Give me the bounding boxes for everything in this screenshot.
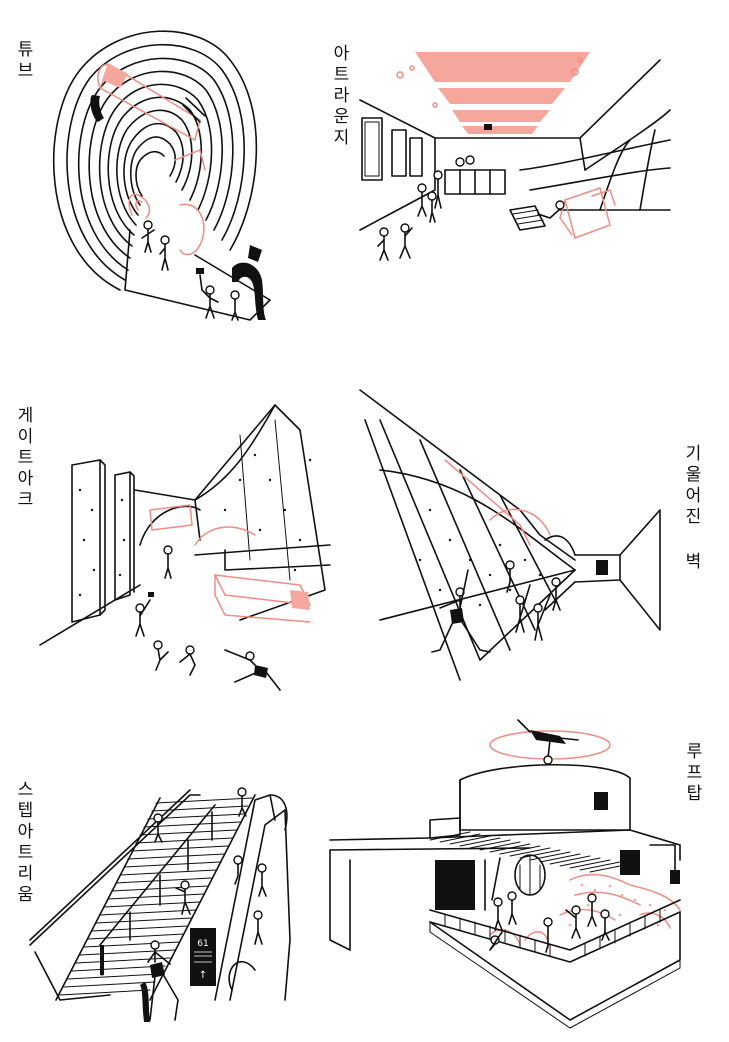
people-lounge	[377, 155, 565, 261]
panel-title-step-atrium: 스텝아트리움	[13, 780, 33, 906]
step-atrium-illustration: 61 ↑	[29, 787, 291, 1022]
pink-slide	[97, 63, 206, 256]
stairs	[59, 797, 253, 996]
panel-title-art-lounge: 아트라운지	[329, 44, 349, 149]
garden-pattern	[489, 873, 681, 949]
roof-top-illustration	[329, 719, 681, 1029]
ceiling-panels	[415, 52, 590, 134]
panel-tilted-wall: 기울어진 벽	[359, 360, 729, 700]
floor-sign-arrow: ↑	[199, 970, 207, 981]
tube-illustration	[52, 30, 271, 321]
railing-posts	[444, 909, 661, 957]
climbers	[431, 560, 561, 653]
people-gate	[135, 545, 281, 691]
panel-title-roof-top: 루프탑	[682, 742, 702, 805]
gate-arc-illustration	[39, 404, 331, 691]
panel-title-tube: 튜브	[13, 40, 33, 82]
panel-art-lounge: 아트라운지	[329, 0, 729, 340]
panel-roof-top: 루프탑	[320, 700, 729, 1042]
floor-sign: 61 ↑	[190, 928, 216, 986]
garden-dots	[568, 883, 667, 927]
people-roof	[489, 891, 610, 953]
roof-hatching	[429, 831, 631, 873]
people-tube	[141, 220, 240, 321]
panel-tube: 튜브	[0, 0, 360, 340]
floor-sign-number: 61	[197, 939, 208, 949]
tube-rings	[52, 30, 258, 291]
panel-title-gate-arc: 게이트아크	[13, 406, 33, 511]
tilted-wall-illustration	[359, 389, 661, 681]
panel-gate-arc: 게이트아크	[0, 360, 360, 700]
panel-title-tilted-wall: 기울어진 벽	[681, 444, 701, 573]
column-dots	[78, 488, 126, 597]
people-atrium	[140, 787, 267, 1022]
art-lounge-illustration	[359, 52, 671, 261]
panel-step-atrium: 스텝아트리움 61 ↑	[0, 700, 340, 1042]
